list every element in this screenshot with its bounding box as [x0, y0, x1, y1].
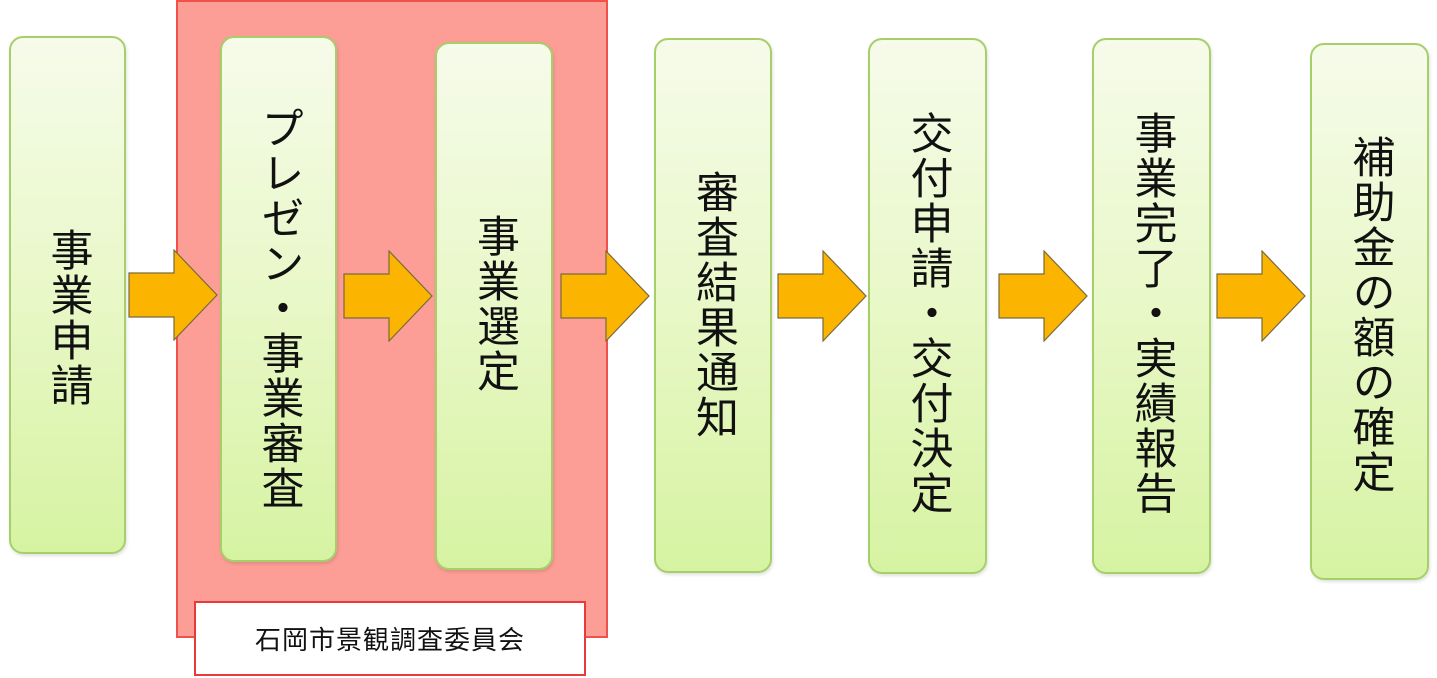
step-label-result-notice: 審査結果通知: [688, 170, 739, 440]
step-label-presentation-review: プレゼン・事業審査: [254, 105, 304, 511]
step-box-completion-report: 事業完了・実績報告: [1092, 38, 1211, 574]
step-box-application: 事業申請: [9, 36, 126, 554]
step-box-selection: 事業選定: [435, 42, 553, 570]
arrow-right-icon: [560, 250, 650, 342]
arrow-right-icon: [998, 250, 1088, 342]
committee-label-box: 石岡市景観調査委員会: [194, 601, 586, 676]
step-box-grant-decision: 交付申請・交付決定: [868, 38, 987, 574]
arrow-right-icon: [1216, 250, 1306, 342]
committee-label: 石岡市景観調査委員会: [254, 626, 525, 656]
step-label-application: 事業申請: [43, 228, 93, 408]
step-box-presentation-review: プレゼン・事業審査: [220, 36, 337, 562]
step-label-grant-confirmation: 補助金の額の確定: [1345, 135, 1395, 495]
step-label-selection: 事業選定: [469, 214, 520, 394]
step-box-grant-confirmation: 補助金の額の確定: [1310, 43, 1429, 580]
arrow-right-icon: [128, 249, 218, 341]
arrow-right-icon: [343, 250, 433, 342]
step-box-result-notice: 審査結果通知: [654, 38, 772, 573]
arrow-right-icon: [777, 250, 867, 342]
step-label-completion-report: 事業完了・実績報告: [1127, 110, 1177, 516]
step-label-grant-decision: 交付申請・交付決定: [903, 110, 953, 516]
